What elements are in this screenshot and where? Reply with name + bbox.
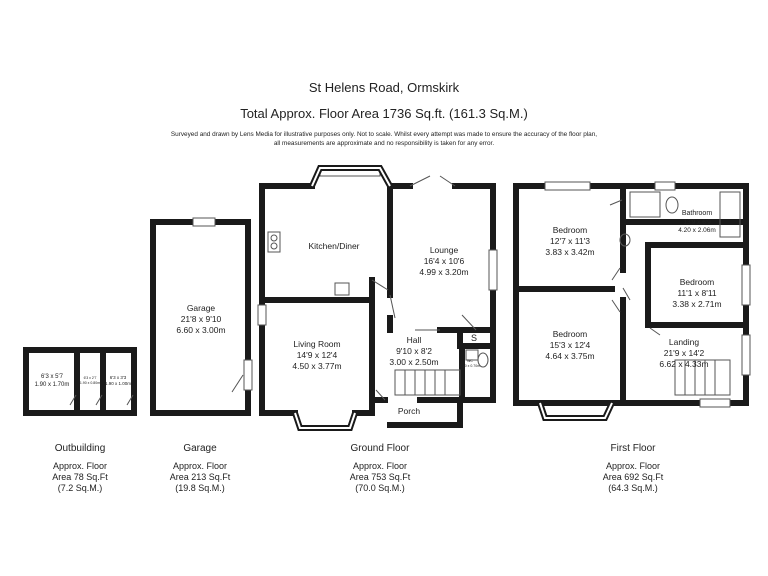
porch-label: Porch xyxy=(398,406,420,416)
store-label: S xyxy=(471,333,477,343)
outbuilding-walls xyxy=(23,347,137,416)
caption-line-2: Area 753 Sq.Ft xyxy=(349,472,411,482)
bathroom-dims: 13'9 x 6'9 xyxy=(683,219,711,226)
caption-line-3: (70.0 Sq.M.) xyxy=(355,483,405,493)
plan-address: St Helens Road, Ormskirk xyxy=(308,80,460,95)
outbuilding-1-dims: 6'3 x 5'7 xyxy=(41,374,64,380)
stairs xyxy=(394,359,731,396)
living-room-bay-window xyxy=(292,412,358,431)
bedroom-2-dims: 11'1 x 8'11 xyxy=(677,288,717,298)
caption-title: Ground Floor xyxy=(350,443,410,454)
garage-caption: Garage Approx. Floor Area 213 Sq.Ft (19.… xyxy=(150,443,250,494)
caption-line-3: (7.2 Sq.M.) xyxy=(57,483,103,493)
lounge-dims: 16'4 x 10'6 xyxy=(424,256,465,266)
living-room-name: Living Room xyxy=(293,339,340,349)
caption-title: Outbuilding xyxy=(54,443,106,454)
caption-title: Garage xyxy=(183,443,217,454)
caption-line-1: Approx. Floor xyxy=(52,461,108,471)
bedroom-3-name: Bedroom xyxy=(553,329,588,339)
wc-label: WC xyxy=(467,359,473,363)
windows xyxy=(192,167,751,408)
first-floor-caption: First Floor Approx. Floor Area 692 Sq.Ft… xyxy=(578,443,688,494)
landing-dims: 21'9 x 14'2 xyxy=(664,348,705,358)
bedroom-3-metric: 4.64 x 3.75m xyxy=(545,351,594,361)
bedroom-2-name: Bedroom xyxy=(680,277,715,287)
landing-metric: 6.62 x 4.33m xyxy=(659,359,708,369)
caption-line-1: Approx. Floor xyxy=(172,461,228,471)
fixtures xyxy=(267,191,741,368)
outbuilding-3-dims: 6'3 x 3'3 xyxy=(110,375,127,380)
kitchen-diner-name: Kitchen/Diner xyxy=(308,241,359,251)
bedroom-1-name: Bedroom xyxy=(553,225,588,235)
caption-title: First Floor xyxy=(610,443,656,454)
lounge-metric: 4.99 x 3.20m xyxy=(419,267,468,277)
disclaimer: Surveyed and drawn by Lens Media for ill… xyxy=(0,131,768,148)
caption-line-1: Approx. Floor xyxy=(605,461,661,471)
lounge-name: Lounge xyxy=(430,245,459,255)
garage-room-name: Garage xyxy=(187,303,216,313)
caption-line-2: Area 213 Sq.Ft xyxy=(169,472,231,482)
total-floor-area: Total Approx. Floor Area 1736 Sq.ft. (16… xyxy=(240,106,528,121)
caption-line-2: Area 692 Sq.Ft xyxy=(602,472,664,482)
disclaimer-line-2: all measurements are approximate and no … xyxy=(273,139,495,147)
ground-floor-caption: Ground Floor Approx. Floor Area 753 Sq.F… xyxy=(325,443,435,494)
living-room-metric: 4.50 x 3.77m xyxy=(292,361,341,371)
caption-line-1: Approx. Floor xyxy=(352,461,408,471)
bathroom-metric: 4.20 x 2.06m xyxy=(678,227,716,234)
kitchen-bay-window xyxy=(309,165,393,188)
ground-floor-walls xyxy=(259,183,496,428)
bedroom-1-dims: 12'7 x 11'3 xyxy=(550,236,590,246)
hall-metric: 3.00 x 2.50m xyxy=(389,357,438,367)
landing-name: Landing xyxy=(669,337,700,347)
caption-line-2: Area 78 Sq.Ft xyxy=(52,472,108,482)
outbuilding-1-metric: 1.90 x 1.70m xyxy=(35,382,70,388)
hall-name: Hall xyxy=(407,335,422,345)
bedroom-3-dims: 15'3 x 12'4 xyxy=(550,340,591,350)
outbuilding-caption: Outbuilding Approx. Floor Area 78 Sq.Ft … xyxy=(30,443,130,494)
bedroom-1-metric: 3.83 x 3.42m xyxy=(545,247,594,257)
garage-room-dims: 21'8 x 9'10 xyxy=(181,314,222,324)
hall-dims: 9'10 x 8'2 xyxy=(396,346,432,356)
caption-line-3: (64.3 Sq.M.) xyxy=(608,483,658,493)
wc-metric: 1.60 x 0.70m xyxy=(460,364,480,368)
outbuilding-3-metric: 1.90 x 1.00m xyxy=(105,381,131,386)
bedroom-2-metric: 3.38 x 2.71m xyxy=(672,299,721,309)
outbuilding-2-metric: 1.90 x 0.80m xyxy=(80,381,100,385)
living-room-dims: 14'9 x 12'4 xyxy=(297,350,338,360)
garage-room-metric: 6.60 x 3.00m xyxy=(176,325,225,335)
caption-line-3: (19.8 Sq.M.) xyxy=(175,483,225,493)
outbuilding-2-dims: 6'3 x 2'7 xyxy=(84,376,97,380)
bathroom-name: Bathroom xyxy=(682,210,713,217)
doors xyxy=(69,175,661,406)
disclaimer-line-1: Surveyed and drawn by Lens Media for ill… xyxy=(170,131,598,138)
